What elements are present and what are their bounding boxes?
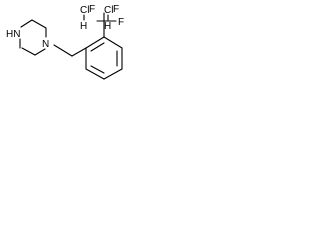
ethyl-linker	[53, 44, 87, 57]
atom-label-fluorine: F	[89, 4, 95, 15]
bond	[85, 36, 105, 49]
atom-label-n: N	[42, 39, 49, 50]
hydrochloride-2: Cl H	[104, 5, 113, 32]
benzene-ring	[85, 36, 123, 80]
bond	[34, 48, 46, 56]
bond	[90, 42, 105, 52]
atom-label-chlorine: Cl	[80, 5, 89, 16]
molecule-drawing: HN N F F F Cl H Cl H	[6, 4, 124, 80]
bond	[53, 44, 73, 57]
structure-diagram: HN N F F F Cl H Cl H	[0, 0, 144, 117]
atom-label-chlorine: Cl	[104, 5, 113, 16]
atom-label-hydrogen: H	[104, 21, 111, 32]
bond	[90, 65, 105, 74]
atom-label-hn: HN	[6, 29, 20, 40]
hydrochloride-1: Cl H	[80, 5, 89, 32]
bond	[71, 47, 87, 57]
atom-label-fluorine: F	[113, 4, 119, 15]
bond	[20, 19, 33, 28]
bond	[31, 19, 47, 29]
bond	[103, 68, 123, 80]
piperazine-ring	[19, 19, 47, 56]
bond	[85, 68, 105, 80]
trifluoromethyl-group	[96, 12, 117, 38]
bond	[21, 47, 36, 56]
atom-label-hydrogen: H	[80, 21, 87, 32]
bond	[103, 36, 123, 49]
atom-label-fluorine: F	[118, 17, 124, 28]
